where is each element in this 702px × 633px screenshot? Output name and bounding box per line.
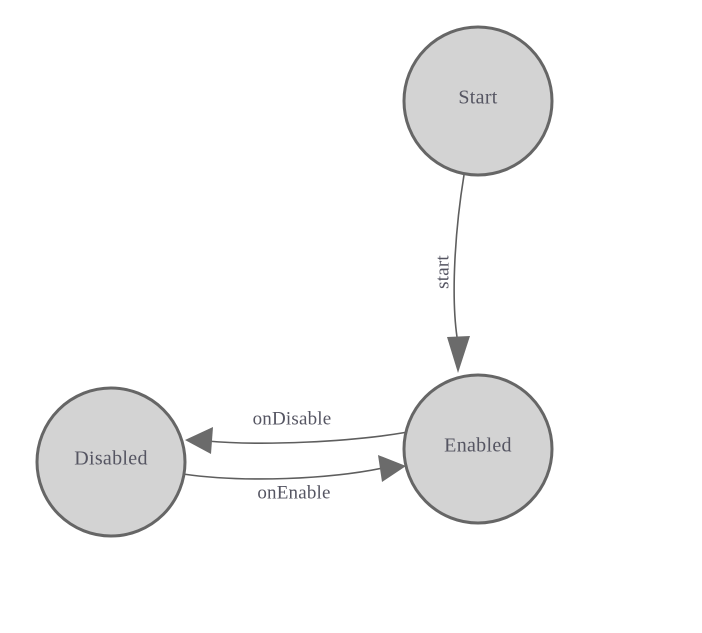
edge-disabled-to-enabled-path — [182, 467, 384, 480]
node-start-circle — [402, 25, 554, 177]
edge-start-to-enabled-arrowhead — [447, 336, 470, 373]
edge-disabled-to-enabled-arrowhead — [378, 455, 406, 482]
edge-enabled-to-disabled-path — [206, 431, 409, 444]
edge-label-start: start — [432, 255, 453, 289]
node-enabled-label: Enabled — [444, 435, 512, 457]
edge-enabled-to-disabled[interactable]: onDisable — [185, 408, 409, 454]
node-disabled-label: Disabled — [74, 448, 148, 470]
node-start-label: Start — [458, 87, 497, 109]
edge-disabled-to-enabled[interactable]: onEnable — [182, 455, 406, 503]
edge-enabled-to-disabled-arrowhead — [185, 427, 213, 454]
edge-start-to-enabled[interactable]: start — [432, 174, 470, 373]
edge-start-to-enabled-path — [453, 174, 465, 338]
edge-label-on-enable: onEnable — [257, 482, 330, 503]
node-enabled-circle — [402, 373, 554, 525]
node-enabled[interactable]: Enabled — [402, 373, 554, 525]
edge-label-on-disable: onDisable — [253, 408, 332, 429]
node-start[interactable]: Start — [402, 25, 554, 177]
node-disabled-circle — [35, 386, 187, 538]
node-disabled[interactable]: Disabled — [35, 386, 187, 538]
